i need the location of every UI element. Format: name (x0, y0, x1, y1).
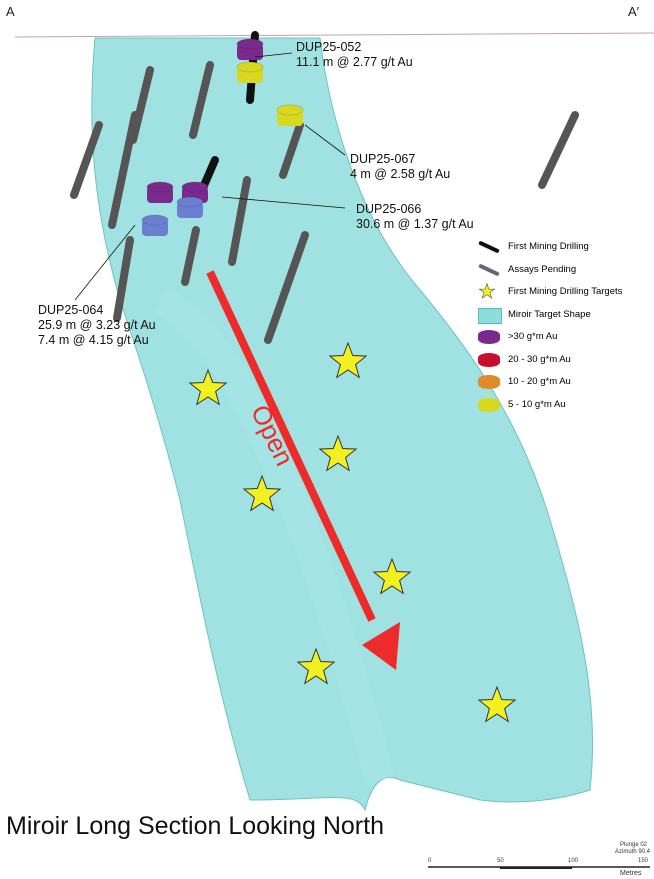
disc-icon (478, 397, 500, 412)
legend-label: Miroir Target Shape (508, 308, 591, 320)
open-arrow-shaft (206, 270, 376, 622)
drilling-target-star (328, 341, 368, 379)
legend-item: Assays Pending (478, 261, 648, 279)
legend-label: >30 g*m Au (508, 331, 558, 342)
miroir-target-shape (91, 37, 594, 812)
legend-label: 10 - 20 g*m Au (508, 376, 571, 387)
drill-hole (538, 111, 579, 189)
figure-title: Miroir Long Section Looking North (6, 812, 384, 840)
drill-hole (264, 231, 309, 344)
legend-label: First Mining Drilling (508, 241, 589, 252)
legend-label: 20 - 30 g*m Au (508, 353, 571, 365)
hole-id: DUP25-064 (38, 303, 104, 317)
drilling-target-star (296, 647, 336, 685)
drilling-target-star (318, 434, 358, 472)
legend-item: 5 - 10 g*m Au (478, 396, 648, 414)
intercept: 25.9 m @ 3.23 g/t Au (38, 318, 156, 332)
scale-bar (428, 866, 650, 869)
disc-icon (478, 375, 500, 389)
intercept: 4 m @ 2.58 g/t Au (350, 167, 451, 181)
grade-disc-top (236, 61, 264, 73)
legend-label: First Mining Drilling Targets (508, 286, 623, 297)
drill-hole-icon (478, 240, 500, 254)
drilling-target-star (188, 368, 228, 406)
azimuth-label: Azimuth 90.4 (615, 849, 651, 855)
callout-leaders (74, 52, 346, 301)
corner-label-a-prime: A′ (628, 4, 640, 19)
star-icon: ★ (478, 281, 496, 303)
cube-icon (478, 307, 502, 324)
drill-hole (279, 121, 304, 179)
grade-disc-top (141, 214, 169, 226)
drill-hole (108, 111, 139, 229)
drilling-target-star (477, 685, 517, 723)
legend-label: Assays Pending (508, 263, 577, 275)
legend-item: Miroir Target Shape (478, 306, 648, 324)
grade-disc-top (181, 181, 209, 193)
grade-disc-top (236, 38, 264, 50)
disc-icon (478, 330, 500, 344)
intercept: 11.1 m @ 2.77 g/t Au (296, 55, 413, 69)
drilling-target-star (242, 474, 282, 512)
hole-id: DUP25-067 (350, 152, 416, 166)
drilling-target-star (372, 557, 412, 595)
intercept: 30.6 m @ 1.37 g/t Au (356, 217, 474, 231)
hole-id: DUP25-066 (356, 202, 422, 216)
legend-item: First Mining Drilling (478, 238, 648, 256)
scale-tick: 0 (428, 858, 432, 864)
drill-hole (189, 61, 214, 139)
pending-hole-icon (478, 263, 500, 276)
legend-label: 5 - 10 g*m Au (508, 398, 566, 410)
disc-icon (478, 352, 500, 367)
legend-item: 20 - 30 g*m Au (478, 351, 648, 369)
legend-item: 10 - 20 g*m Au (478, 373, 648, 391)
intercept: 7.4 m @ 4.15 g/t Au (38, 333, 149, 347)
open-arrow-head (362, 622, 400, 670)
corner-label-a: A (6, 4, 15, 19)
drill-hole (70, 121, 103, 199)
grade-disc-top (276, 104, 304, 116)
section-line (14, 32, 654, 38)
drill-hole (181, 226, 200, 286)
plunge-label: Plunge 02 (620, 842, 648, 848)
scale-tick: 100 (568, 858, 579, 864)
scale-tick: 50 (497, 858, 504, 864)
scale-tick: 150 (638, 858, 649, 864)
drill-hole (228, 176, 251, 266)
legend-item: >30 g*m Au (478, 328, 648, 346)
legend-item: ★ First Mining Drilling Targets (478, 281, 648, 303)
grade-disc-top (146, 181, 174, 193)
hole-id: DUP25-052 (296, 40, 362, 54)
grade-disc-top (176, 196, 204, 208)
scale-unit: Metres (620, 870, 642, 877)
drill-hole (113, 236, 134, 322)
